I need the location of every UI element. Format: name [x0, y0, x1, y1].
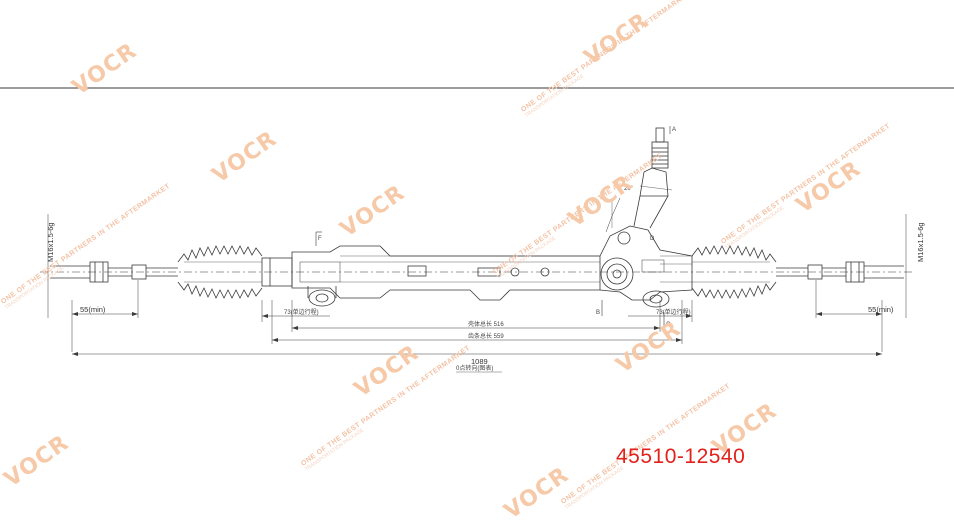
thread-left-label: M16x1.5-6g [46, 222, 55, 262]
right-boot-bottom [691, 281, 777, 299]
stroke-left-label: 73(单边行程) [284, 308, 319, 316]
view-c-label: C [666, 322, 671, 328]
min-right-label: 55(min) [868, 305, 894, 314]
view-d-label: D [650, 236, 655, 242]
rack-housing [261, 245, 601, 307]
input-shaft [605, 127, 673, 233]
left-tie-rod [50, 261, 178, 283]
drawing-note: 0点转向(图表) [456, 364, 493, 372]
housing-length-label: 壳体总长 516 [468, 320, 504, 328]
min-left-label: 55(min) [80, 305, 106, 314]
overall-length-label: 1089 [471, 357, 488, 366]
rack-length-label: 齿条总长 559 [468, 332, 504, 340]
pinion-housing [599, 225, 693, 308]
view-f-label: F [318, 236, 322, 242]
view-b-label: B [596, 310, 600, 316]
right-tie-rod [776, 261, 904, 283]
pinion-angle-label: 20° [624, 186, 634, 192]
left-boot-bottom [177, 281, 263, 299]
thread-right-label: M16x1.5-6g [916, 222, 925, 262]
stroke-right-label: 73(单边行程) [656, 308, 691, 316]
left-boot-top [177, 245, 263, 263]
part-number: 45510-12540 [616, 445, 746, 468]
view-a-label: A [672, 127, 676, 133]
right-boot-top [691, 245, 777, 263]
